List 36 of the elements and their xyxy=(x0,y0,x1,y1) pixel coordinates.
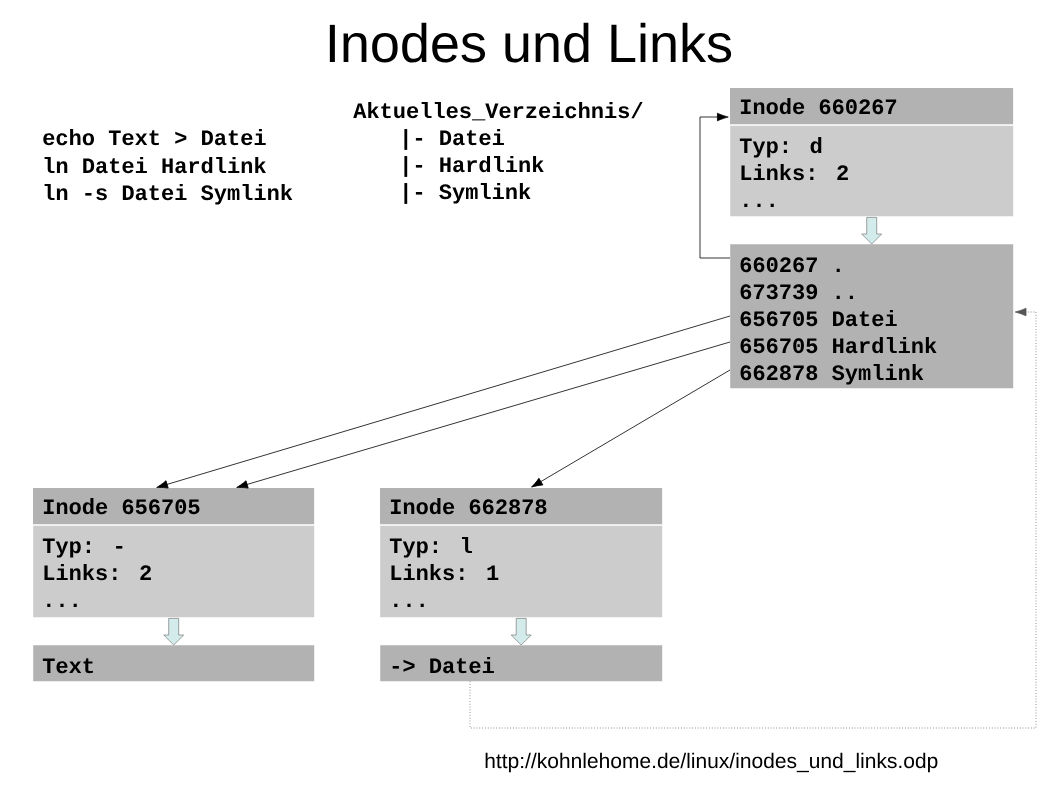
attribute-line: Typ: l xyxy=(389,537,472,558)
arrow xyxy=(156,315,731,489)
attribute-line: Links: 2 xyxy=(44,564,151,581)
arrow xyxy=(699,112,731,259)
command-line: echo Text > Datei xyxy=(43,129,266,146)
command-line: ln -s Datei Symlink xyxy=(44,184,293,205)
entry-line: 656705 Datei xyxy=(740,310,897,327)
entry-line: 656705 Hardlink xyxy=(740,337,937,354)
attribute-line: Links: 1 xyxy=(391,564,499,581)
attribute-line: Typ: d xyxy=(739,137,822,158)
arrow xyxy=(469,307,1037,729)
arrow xyxy=(531,369,731,488)
block-arrow xyxy=(510,618,532,646)
attribute-line: ... xyxy=(47,603,77,607)
inode-number: Inode 660267 xyxy=(740,98,897,115)
entry-line: 673739 .. xyxy=(740,284,853,300)
attribute-line: Typ: - xyxy=(42,538,123,558)
directory-listing-line: |- Hardlink xyxy=(404,156,544,177)
attribute-line: Links: 2 xyxy=(741,164,848,181)
content-line: Text xyxy=(42,658,93,674)
block-arrow xyxy=(861,217,882,245)
content-line: -> Datei xyxy=(392,657,494,674)
block-arrow xyxy=(163,618,184,646)
command-line: ln Datei Hardlink xyxy=(44,157,266,174)
directory-listing-line: |- Symlink xyxy=(404,183,531,204)
entry-line: 660267 . xyxy=(740,257,840,273)
entry-line: 662878 Symlink xyxy=(740,364,924,385)
directory-listing-line: Aktuelles_Verzeichnis/ xyxy=(353,102,643,121)
attribute-line: ... xyxy=(744,203,774,207)
inode-number: Inode 656705 xyxy=(43,498,200,515)
directory-listing-line: |- Datei xyxy=(404,129,504,150)
attribute-line: ... xyxy=(394,603,424,607)
title: Inodes und Links xyxy=(329,22,732,63)
inode-number: Inode 662878 xyxy=(390,498,547,515)
source-url: http://kohnlehome.de/linux/inodes_und_links.odp xyxy=(485,752,938,773)
arrow xyxy=(236,341,731,489)
